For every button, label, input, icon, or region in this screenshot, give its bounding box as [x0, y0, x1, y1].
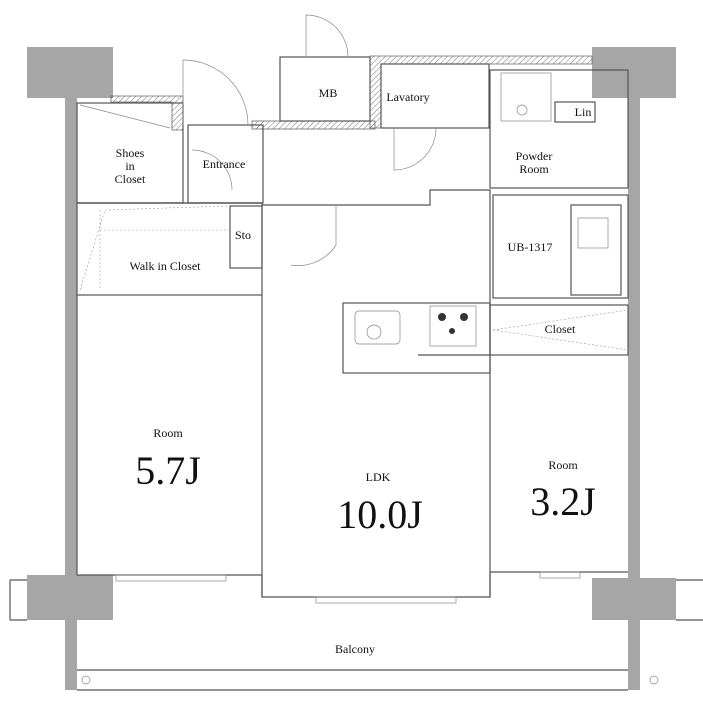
ldk-name: LDK	[366, 470, 391, 484]
lavatory-label: Lavatory	[386, 90, 429, 104]
walk-in-closet-label: Walk in Closet	[129, 259, 201, 273]
entrance-door-swing	[182, 59, 249, 126]
room-labels: Shoes in Closet Entrance MB Lavatory Pow…	[115, 86, 596, 656]
walls	[76, 56, 629, 604]
balcony	[9, 579, 703, 691]
sto-label: Sto	[235, 228, 251, 242]
unit-bath-label: UB-1317	[508, 240, 553, 254]
closet-label: Closet	[545, 322, 576, 336]
entrance-label: Entrance	[203, 157, 246, 171]
powder-room-label-2: Room	[519, 162, 549, 176]
mb-door-swing	[305, 14, 349, 58]
lin-label: Lin	[575, 105, 592, 119]
shoes-closet-label-3: Closet	[115, 172, 146, 186]
mb-label: MB	[319, 86, 338, 100]
structural-columns	[27, 47, 676, 690]
ldk-door-swing	[290, 205, 337, 266]
lavatory-door-swing	[393, 127, 437, 171]
doors	[182, 14, 437, 266]
balcony-label: Balcony	[335, 642, 375, 656]
shoes-closet-label-1: Shoes	[116, 146, 145, 160]
shoe-closet-door	[191, 149, 233, 191]
shoes-closet-label-2: in	[125, 159, 134, 173]
room-left-name: Room	[153, 426, 183, 440]
powder-room-label-1: Powder	[516, 149, 553, 163]
room-left-size: 5.7J	[135, 448, 201, 493]
room-right-name: Room	[548, 458, 578, 472]
room-right-size: 3.2J	[530, 479, 596, 524]
ldk-size: 10.0J	[337, 492, 423, 537]
